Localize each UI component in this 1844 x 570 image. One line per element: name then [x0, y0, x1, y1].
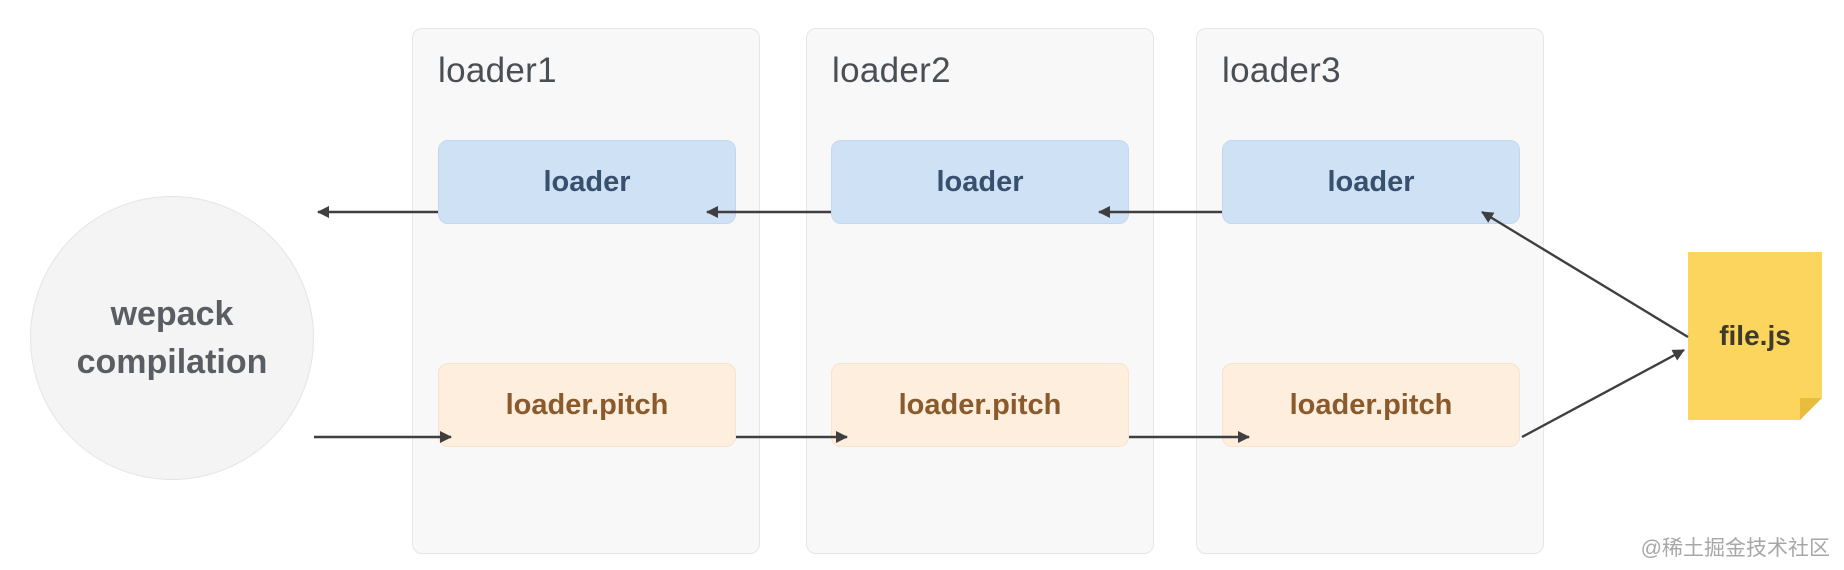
- watermark: @稀土掘金技术社区: [1640, 537, 1830, 560]
- file-note-icon: [1688, 252, 1822, 420]
- loader2-panel: loader2: [806, 28, 1154, 554]
- file-node: file.js: [1688, 252, 1822, 420]
- loader3-normal-box: loader: [1222, 140, 1520, 224]
- loader1-panel: loader1: [412, 28, 760, 554]
- loader3-title: loader3: [1222, 51, 1341, 90]
- file-label: file.js: [1719, 320, 1791, 351]
- loader1-title: loader1: [438, 51, 557, 90]
- loader1-normal-box: loader: [438, 140, 736, 224]
- loader2-title: loader2: [832, 51, 951, 90]
- compilation-line2: compilation: [76, 343, 268, 381]
- compilation-line1: wepack: [110, 294, 234, 333]
- loader2-normal-box: loader: [831, 140, 1129, 224]
- loader1-pitch-box: loader.pitch: [438, 363, 736, 447]
- loader3-panel: loader3: [1196, 28, 1544, 554]
- arrow-pitch3-to-file: [1521, 348, 1685, 439]
- loader2-pitch-box: loader.pitch: [831, 363, 1129, 447]
- compilation-node: wepack compilation: [30, 196, 314, 480]
- loader3-pitch-box: loader.pitch: [1222, 363, 1520, 447]
- arrow-file-to-loader3: [1481, 210, 1689, 339]
